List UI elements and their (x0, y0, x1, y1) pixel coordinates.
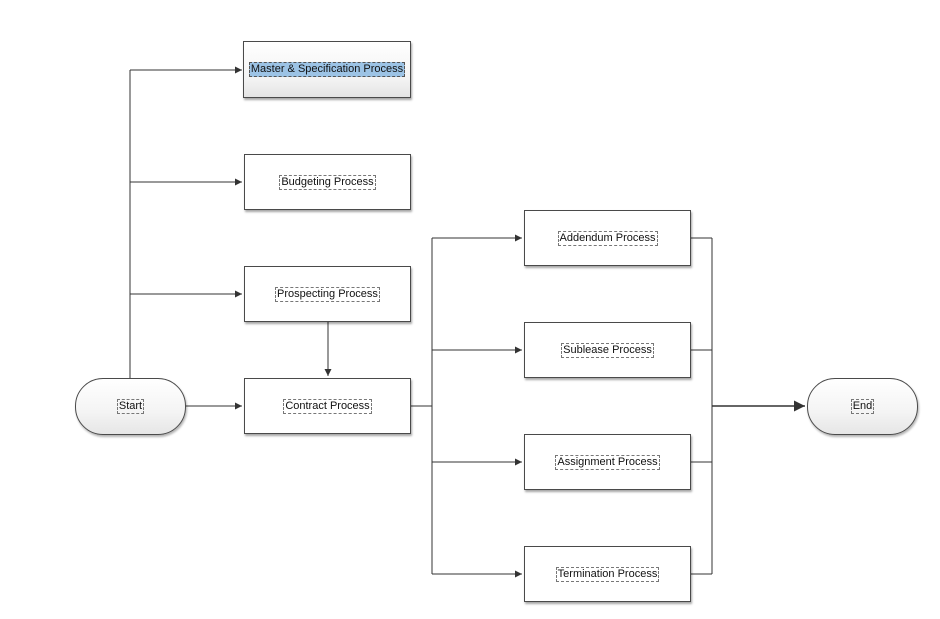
start-node[interactable]: Start (75, 378, 186, 435)
budgeting-process-node[interactable]: Budgeting Process (244, 154, 411, 210)
node-label: Termination Process (555, 566, 660, 582)
node-label: Sublease Process (561, 342, 654, 358)
assignment-process-node[interactable]: Assignment Process (524, 434, 691, 490)
node-label: Master & Specification Process (248, 62, 406, 77)
node-label: End (850, 399, 875, 414)
node-label: Contract Process (283, 398, 372, 414)
node-label: Prospecting Process (275, 286, 380, 302)
node-label: Start (116, 399, 145, 414)
node-label: Addendum Process (557, 230, 658, 246)
master-specification-process-node[interactable]: Master & Specification Process (243, 41, 411, 98)
node-label: Budgeting Process (279, 174, 376, 190)
contract-process-node[interactable]: Contract Process (244, 378, 411, 434)
node-label: Assignment Process (555, 454, 660, 470)
sublease-process-node[interactable]: Sublease Process (524, 322, 691, 378)
prospecting-process-node[interactable]: Prospecting Process (244, 266, 411, 322)
termination-process-node[interactable]: Termination Process (524, 546, 691, 602)
end-node[interactable]: End (807, 378, 918, 435)
addendum-process-node[interactable]: Addendum Process (524, 210, 691, 266)
